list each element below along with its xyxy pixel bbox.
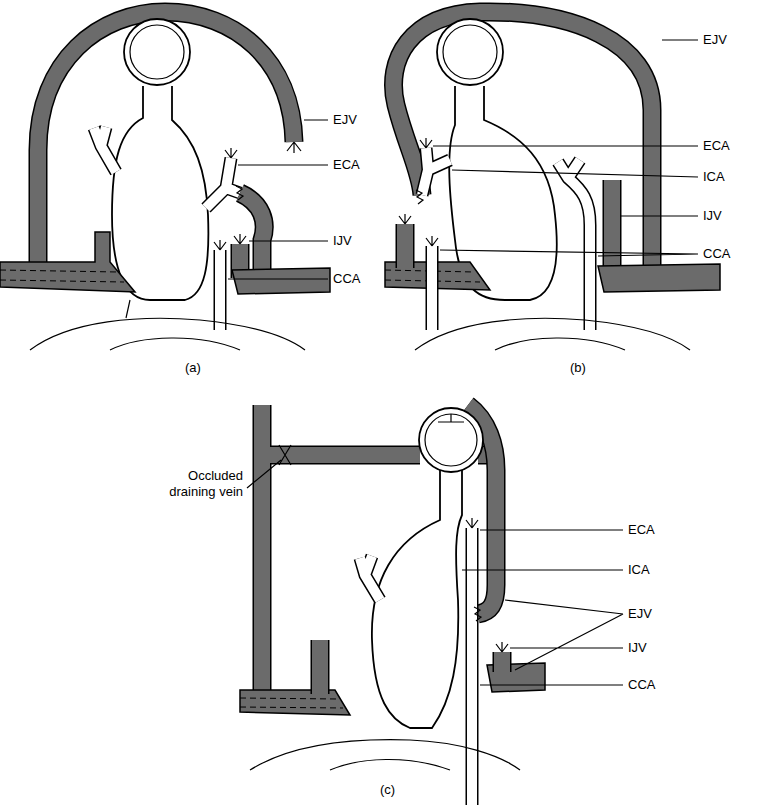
panel-label: (a) [185, 360, 201, 376]
vessel-label: IJV [333, 233, 352, 249]
vessel-label: ICA [703, 169, 725, 185]
vessel-label: ECA [703, 138, 730, 154]
vessel-label: CCA [703, 246, 730, 262]
vessel-label: ICA [628, 562, 650, 578]
panel-label: (b) [570, 360, 586, 376]
vessel-label: ECA [628, 522, 655, 538]
panel-a [0, 12, 330, 350]
vessel-label: EJV [703, 32, 727, 48]
panel-c [240, 405, 623, 805]
vessel-label: ECA [333, 157, 360, 173]
vessel-label: IJV [703, 208, 722, 224]
vessel-label: Occluded draining vein [150, 468, 243, 500]
panel-b [385, 12, 720, 350]
vessel-label: CCA [333, 271, 360, 287]
vessel-label: EJV [333, 112, 357, 128]
vessel-label: CCA [628, 677, 655, 693]
vessel-label: IJV [628, 640, 647, 656]
vessel-label: EJV [628, 606, 652, 622]
panel-label: (c) [380, 782, 395, 798]
